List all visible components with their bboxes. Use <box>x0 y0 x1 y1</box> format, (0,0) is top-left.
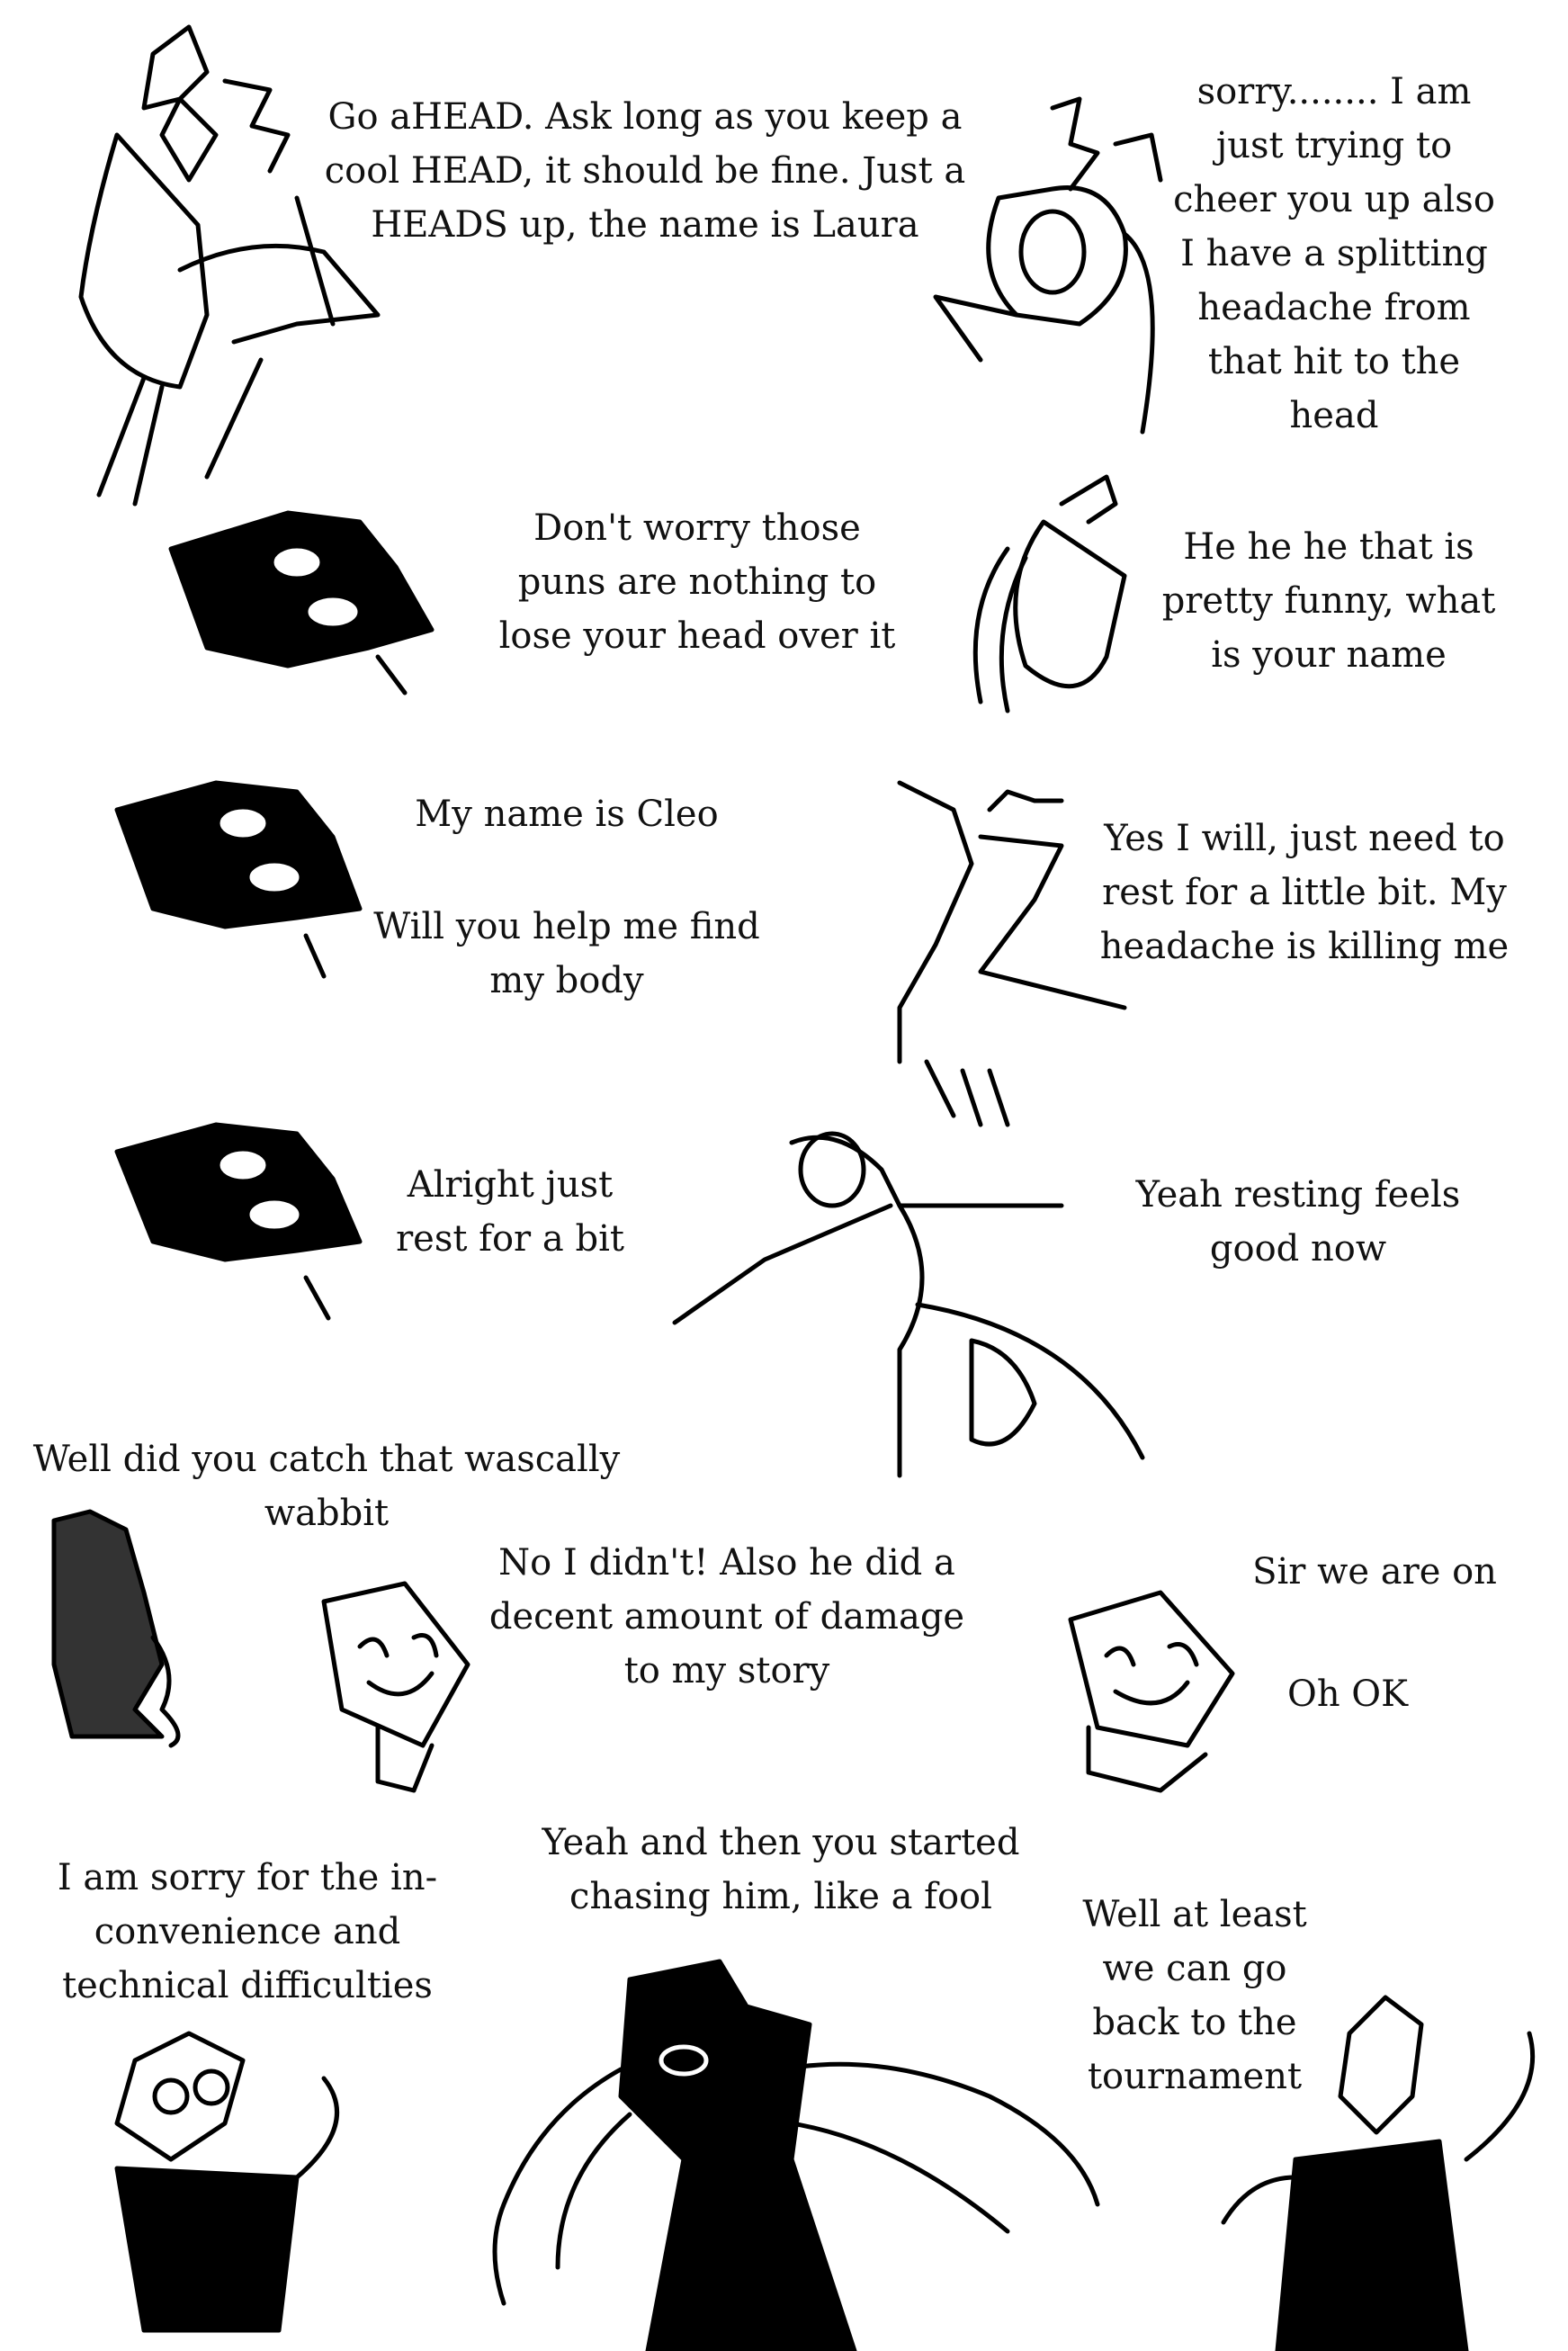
speech-text-dont-worry: Don't worry those puns are nothing to lo… <box>499 501 896 663</box>
speech-line: lose your head over it <box>498 615 896 657</box>
speech-text-he-he: He he he that is pretty funny, what is y… <box>1162 520 1496 682</box>
skeleton-boss-drawing <box>492 1959 1100 2351</box>
speech-line: Well at least <box>1082 1894 1307 1935</box>
speech-line: sorry........ I am <box>1196 71 1472 112</box>
speech-line: rest for a little bit. My <box>1102 872 1507 913</box>
speech-line: back to the <box>1092 2002 1297 2043</box>
speech-line: is your name <box>1211 634 1447 676</box>
speech-line: decent amount of damage <box>488 1596 965 1638</box>
speech-text-resting: Yeah resting feels good now <box>1136 1168 1461 1276</box>
speech-line: I have a splitting <box>1180 233 1488 274</box>
speech-text-yes-i-will: Yes I will, just need to rest for a litt… <box>1100 812 1509 974</box>
speech-line: chasing him, like a fool <box>569 1876 992 1917</box>
mask-character-drawing-3 <box>114 2031 339 2333</box>
speech-line: that hit to the <box>1207 341 1461 382</box>
speech-line: Don't worry those <box>533 507 861 549</box>
speech-line: Yeah and then you started <box>542 1822 1020 1863</box>
speech-line: puns are nothing to <box>517 561 877 603</box>
speech-line: Sir we are on <box>1252 1551 1497 1593</box>
speech-text-my-name-is-cleo: My name is Cleo Will you help me find my… <box>373 787 760 1008</box>
speech-line: to my story <box>623 1650 830 1691</box>
speech-text-sir-we-are-on: Sir we are on Oh OK <box>1252 1545 1497 1721</box>
speech-line: good now <box>1209 1228 1387 1270</box>
speech-text-tournament: Well at least we can go back to the tour… <box>1082 1888 1306 2104</box>
speech-text-chasing-him: Yeah and then you started chasing him, l… <box>542 1816 1020 1924</box>
headless-body-drawing <box>897 780 1127 1127</box>
speech-line: My name is Cleo <box>415 794 719 835</box>
speech-line: cool HEAD, it should be fine. Just a <box>324 150 966 192</box>
speech-line: we can go <box>1102 1948 1287 1989</box>
speech-line: just trying to <box>1215 125 1453 166</box>
speech-line: Will you help me find <box>373 906 760 947</box>
speech-line: Go aHEAD. Ask long as you keep a <box>327 96 963 138</box>
mask-character-drawing-1 <box>321 1581 470 1793</box>
speech-line: cheer you up also <box>1173 179 1495 220</box>
speech-text-alright: Alright just rest for a bit <box>396 1158 624 1266</box>
speech-line: headache is killing me <box>1099 926 1510 967</box>
speech-line: Oh OK <box>1287 1674 1408 1715</box>
speech-text-sorry: sorry........ I am just trying to cheer … <box>1173 65 1495 443</box>
speech-line: Yeah resting feels <box>1135 1174 1461 1216</box>
speech-line: Well did you catch that wascally <box>32 1439 621 1480</box>
speech-line: my body <box>489 960 644 1001</box>
speech-line: I am sorry for the in- <box>57 1857 438 1898</box>
speech-line: Alright just <box>407 1164 614 1206</box>
speech-line: wabbit <box>264 1493 390 1534</box>
speech-line: He he he that is <box>1183 526 1474 568</box>
speech-line: rest for a bit <box>396 1218 624 1260</box>
shadow-figure-drawing <box>51 1509 181 1748</box>
cleo-head-drawing-1 <box>168 510 435 695</box>
speech-text-no-i-didnt: No I didn't! Also he did a decent amount… <box>489 1536 964 1698</box>
speech-text-wascally-wabbit: Well did you catch that wascally wabbit <box>33 1432 620 1540</box>
speech-line: convenience and <box>94 1911 401 1952</box>
speech-text-laura-intro: Go aHEAD. Ask long as you keep a cool HE… <box>325 90 965 252</box>
speech-line: Yes I will, just need to <box>1104 818 1505 859</box>
horse-head-drawing <box>933 96 1163 435</box>
cleo-head-drawing-3 <box>114 1122 363 1321</box>
speech-line: head <box>1289 395 1379 436</box>
speech-line: headache from <box>1197 287 1471 328</box>
mask-character-drawing-2 <box>1068 1590 1235 1793</box>
speech-text-sorry-inconvenience: I am sorry for the in- convenience and t… <box>58 1851 437 2013</box>
horse-head-drawing-2 <box>972 474 1127 713</box>
mask-character-drawing-4 <box>1221 1995 1536 2351</box>
speech-line: technical difficulties <box>62 1965 433 2006</box>
speech-line: tournament <box>1087 2056 1303 2097</box>
laura-figure-drawing <box>78 24 381 507</box>
speech-line: No I didn't! Also he did a <box>498 1542 955 1584</box>
speech-line: HEADS up, the name is Laura <box>371 204 919 246</box>
cleo-head-drawing-2 <box>114 780 363 979</box>
resting-body-drawing <box>672 1131 1145 1478</box>
speech-line: pretty funny, what <box>1161 580 1496 622</box>
